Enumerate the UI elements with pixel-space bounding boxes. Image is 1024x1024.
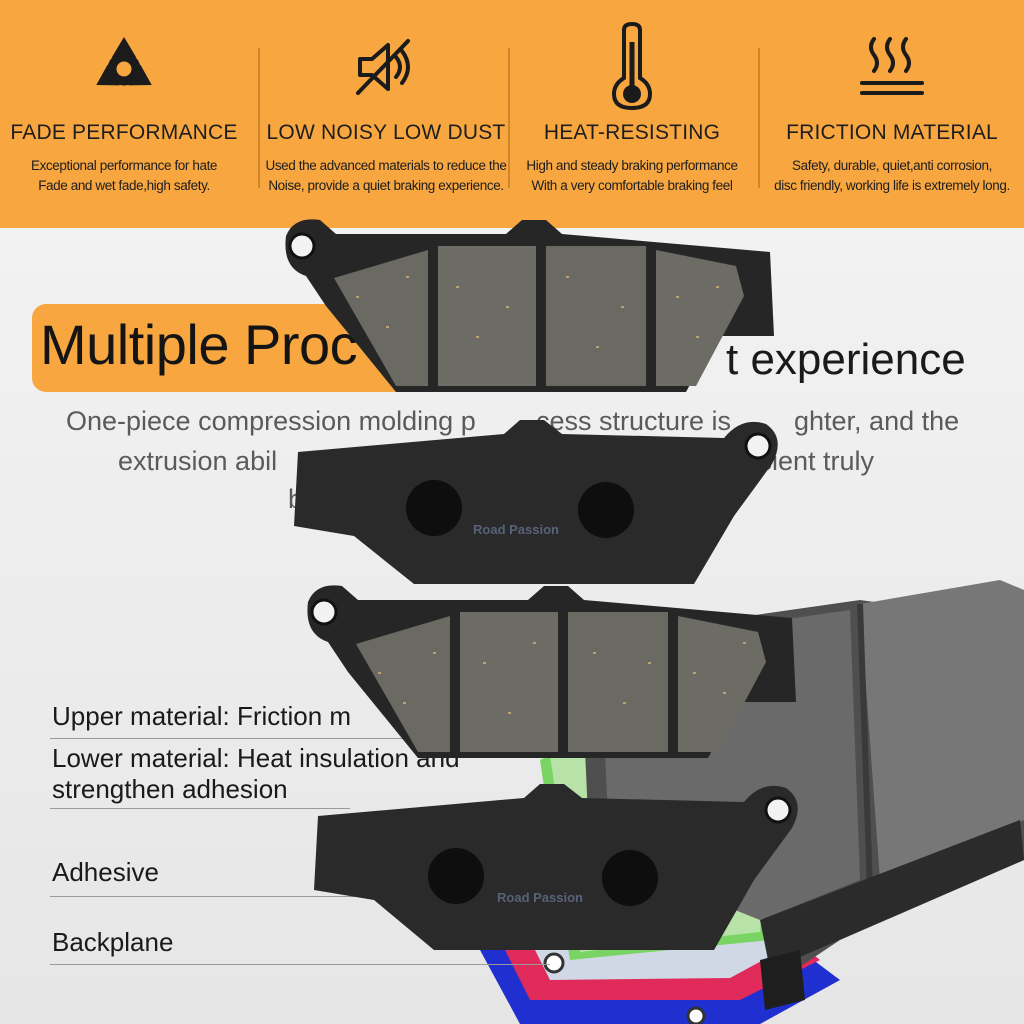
feature-friction-material: FRICTION MATERIAL Safety, durable, quiet… [760,0,1024,228]
divider [508,48,510,188]
brake-pad-backplate-bottom: Road Passion [314,784,798,950]
pad-brand-text: Road Passion [497,890,583,905]
paragraph-fragment: cess structure is [536,406,732,436]
brake-pad-friction-middle [307,585,796,758]
brake-pad-friction-top [285,219,774,392]
headline-right: t experience [726,335,966,384]
paragraph-fragment: One-piece compression molding p [66,406,476,436]
feature-heat-resisting: HEAT-RESISTING High and steady braking p… [508,0,756,228]
leader-line [50,964,550,965]
feature-title: FADE PERFORMANCE [10,121,238,144]
paragraph-fragment: extrusion abil [118,446,278,476]
mute-speaker-icon [262,22,510,112]
pad-brand-text: Road Passion [473,522,559,537]
heat-waves-icon [760,22,1024,112]
leader-line [50,738,470,739]
layer-label-upper: Upper material: Friction m [52,701,352,731]
layer-label-lower: Lower material: Heat insulation and [52,743,460,773]
divider [758,48,760,188]
headline-left: Multiple Proc [40,313,358,376]
feature-fade-performance: FADE PERFORMANCE Exceptional performance… [0,0,248,228]
feature-low-noise: LOW NOISY LOW DUST Used the advanced mat… [262,0,510,228]
layer-label-backplane: Backplane [52,927,174,957]
feature-title: LOW NOISY LOW DUST [266,121,506,144]
layer-label-lower-continued: strengthen adhesion [52,774,288,804]
leader-line [50,896,380,897]
layer-label-adhesive: Adhesive [52,857,159,887]
feature-description: Used the advanced materials to reduce th… [265,158,507,193]
recycle-icon [0,22,248,112]
feature-title: HEAT-RESISTING [543,121,721,144]
brake-pad-backplate-top: Road Passion [294,420,778,584]
leader-line [50,808,350,809]
feature-banner [0,0,1024,228]
feature-title: FRICTION MATERIAL [786,121,998,144]
feature-description: Safety, durable, quiet,anti corrosion,di… [774,158,1010,193]
paragraph-fragment: ghter, and the [794,406,960,436]
thermometer-icon [508,22,756,112]
divider [258,48,260,188]
